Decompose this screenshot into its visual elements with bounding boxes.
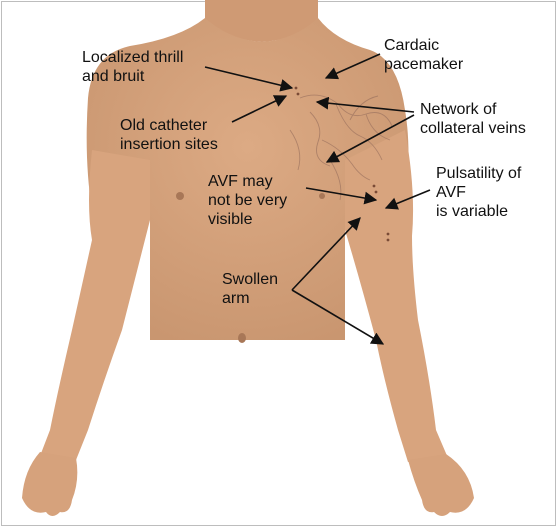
label-cardiac-pacemaker: Cardaic pacemaker [384,36,463,74]
label-avf-visibility: AVF may not be very visible [208,172,287,229]
label-catheter-sites: Old catheter insertion sites [120,116,218,154]
label-collateral-veins: Network of collateral veins [420,100,526,138]
label-swollen-arm: Swollen arm [222,270,278,308]
label-pulsatility: Pulsatility of AVF is variable [436,164,521,221]
label-localized-thrill: Localized thrill and bruit [82,48,183,86]
